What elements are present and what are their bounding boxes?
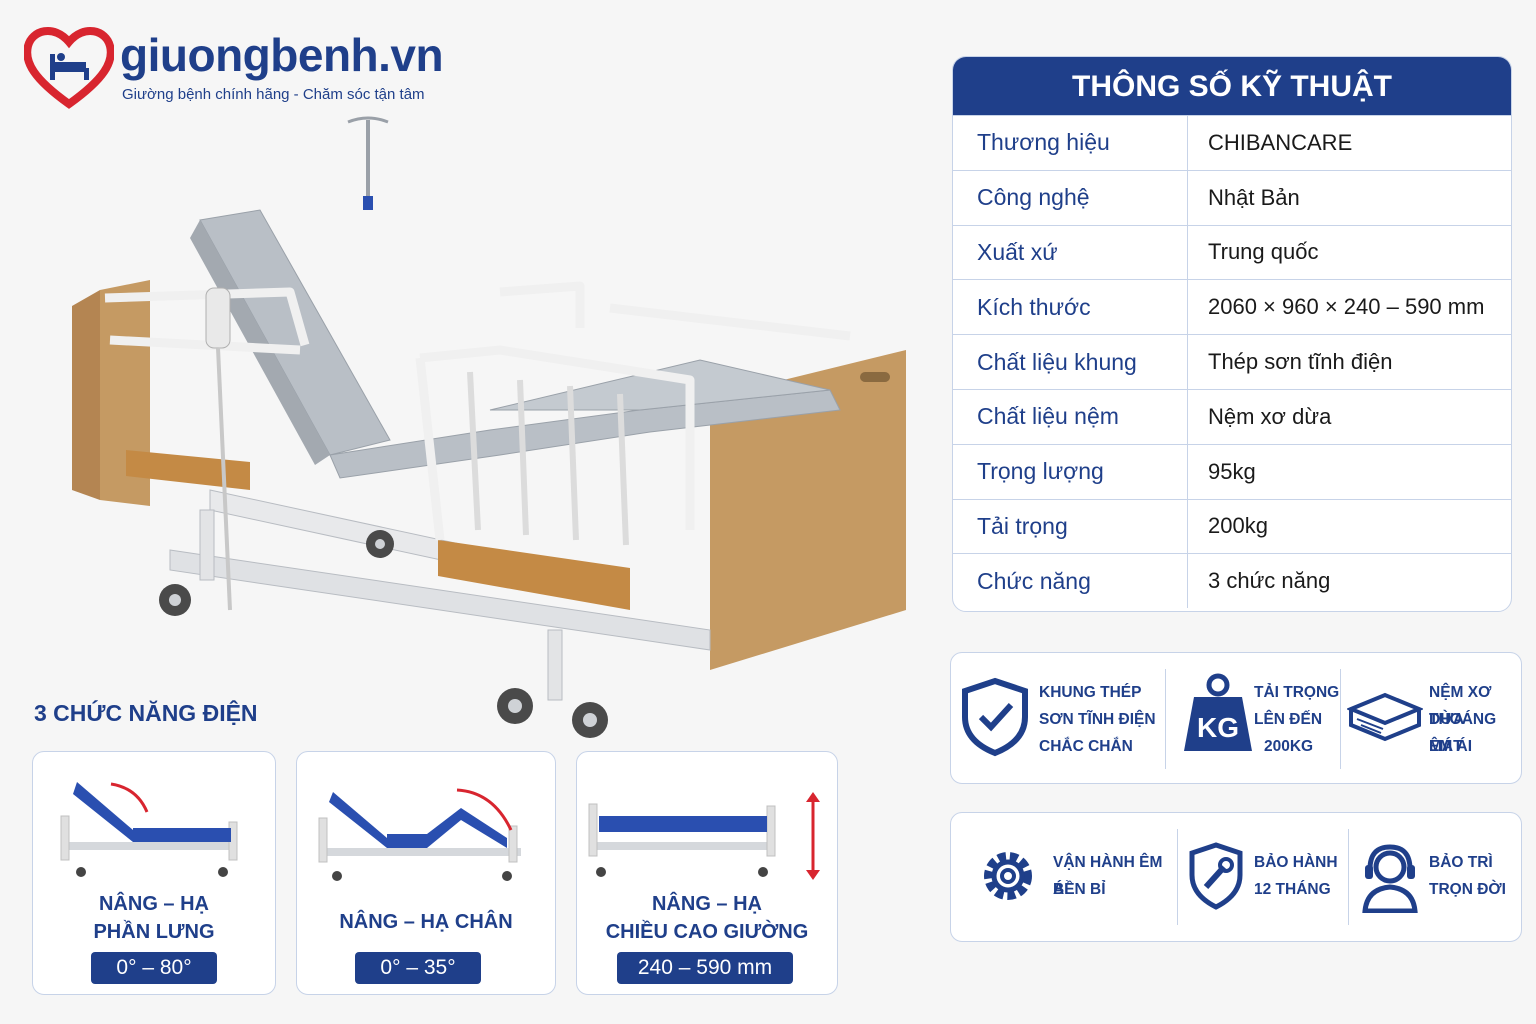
function-range: 0° – 35° (355, 952, 481, 984)
services-box: VẬN HÀNH ÊM ÁI BỀN BỈ BẢO HÀNH 12 THÁNG … (950, 812, 1522, 942)
spec-value: 3 chức năng (1208, 568, 1331, 594)
mattress-icon (1347, 692, 1423, 742)
service-operation: VẬN HÀNH ÊM ÁI BỀN BỈ (951, 813, 1177, 941)
feature-line: THOÁNG MÁT (1429, 711, 1497, 755)
features-box: KHUNG THÉP SƠN TĨNH ĐIỆN CHẮC CHẮN KG TẢ… (950, 652, 1522, 784)
function-range: 0° – 80° (91, 952, 217, 984)
feature-line: ÊM ÁI (1429, 738, 1473, 755)
feature-line: NỆM XƠ DỪA (1429, 684, 1492, 728)
function-range: 240 – 590 mm (617, 952, 793, 984)
spec-key: Trọng lượng (953, 444, 1188, 499)
function-card-height: NÂNG – HẠ CHIỀU CAO GIƯỜNG 240 – 590 mm (576, 751, 838, 995)
service-line: TRỌN ĐỜI (1429, 881, 1506, 898)
service-line: BẢO TRÌ (1429, 854, 1493, 871)
spec-row: Chất liệu khung Thép sơn tĩnh điện (953, 334, 1511, 389)
divider (1348, 829, 1349, 925)
divider (1177, 829, 1178, 925)
brand-name: giuongbenh.vn (120, 29, 444, 81)
spec-key: Chất liệu nệm (953, 389, 1188, 444)
spec-value: CHIBANCARE (1208, 129, 1353, 155)
spec-row: Công nghệ Nhật Bản (953, 169, 1511, 225)
function-label: NÂNG – HẠ CHÂN (339, 911, 513, 933)
function-label: NÂNG – HẠ (651, 893, 762, 915)
service-warranty: BẢO HÀNH 12 THÁNG (1178, 813, 1348, 941)
kg-weight-icon: KG (1184, 673, 1252, 751)
spec-row: Tải trọng 200kg (953, 498, 1511, 554)
feature-line: CHẮC CHẮN (1039, 738, 1133, 755)
spec-value: Trung quốc (1208, 239, 1319, 265)
spec-row: Xuất xứ Trung quốc (953, 224, 1511, 280)
spec-row: Thương hiệu CHIBANCARE (953, 115, 1511, 170)
feature-line: KHUNG THÉP (1039, 684, 1142, 701)
kg-badge: KG (1197, 712, 1239, 743)
leg-raise-icon (318, 788, 521, 881)
spec-title: THÔNG SỐ KỸ THUẬT (953, 57, 1511, 115)
service-line: VẬN HÀNH ÊM ÁI (1053, 854, 1163, 898)
feature-line: LÊN ĐẾN (1254, 711, 1323, 728)
spec-row: Trọng lượng 95kg (953, 443, 1511, 499)
brand-logo[interactable]: giuongbenh.vn Giường bệnh chính hãng - C… (24, 24, 464, 114)
feature-frame: KHUNG THÉP SƠN TĨNH ĐIỆN CHẮC CHẮN (951, 653, 1165, 783)
service-line: 12 THÁNG (1254, 881, 1331, 898)
back-raise-icon (60, 782, 238, 877)
spec-key: Thương hiệu (953, 116, 1188, 170)
spec-row: Chức năng 3 chức năng (953, 553, 1511, 609)
spec-key: Chất liệu khung (953, 335, 1188, 389)
heart-bed-icon (24, 27, 114, 109)
spec-key: Xuất xứ (953, 225, 1188, 280)
service-line: BẢO HÀNH (1254, 854, 1338, 871)
gear-icon (984, 852, 1032, 900)
function-label-2: CHIỀU CAO GIƯỜNG (605, 921, 809, 943)
spec-key: Chức năng (953, 554, 1188, 609)
function-label: NÂNG – HẠ (98, 893, 209, 915)
shield-check-icon (962, 677, 1028, 757)
spec-value: 200kg (1208, 513, 1268, 539)
spec-value: 2060 × 960 × 240 – 590 mm (1208, 294, 1485, 320)
spec-value: Nệm xơ dừa (1208, 403, 1332, 429)
spec-value: Nhật Bản (1208, 184, 1300, 210)
spec-value: 95kg (1208, 458, 1256, 484)
divider (1340, 669, 1341, 769)
spec-key: Tải trọng (953, 499, 1188, 554)
feature-line: TẢI TRỌNG (1254, 684, 1340, 701)
function-card-back: NÂNG – HẠ PHẦN LƯNG 0° – 80° (32, 751, 276, 995)
spec-key: Công nghệ (953, 170, 1188, 225)
feature-line: SƠN TĨNH ĐIỆN (1039, 711, 1156, 728)
service-maintenance: BẢO TRÌ TRỌN ĐỜI (1349, 813, 1523, 941)
spec-key: Kích thước (953, 280, 1188, 335)
spec-table: THÔNG SỐ KỸ THUẬT Thương hiệu CHIBANCARE… (952, 56, 1512, 612)
feature-load: KG TẢI TRỌNG LÊN ĐẾN 200KG (1166, 653, 1340, 783)
feature-line: 200KG (1264, 738, 1314, 755)
spec-row: Kích thước 2060 × 960 × 240 – 590 mm (953, 279, 1511, 335)
service-line: BỀN BỈ (1053, 881, 1106, 898)
headset-support-icon (1362, 844, 1418, 913)
feature-mattress: NỆM XƠ DỪA THOÁNG MÁT ÊM ÁI (1341, 653, 1523, 783)
spec-row: Chất liệu nệm Nệm xơ dừa (953, 388, 1511, 444)
spec-value: Thép sơn tĩnh điện (1208, 349, 1393, 375)
functions-title: 3 CHỨC NĂNG ĐIỆN (34, 700, 258, 726)
shield-wrench-icon (1189, 842, 1243, 910)
hospital-bed-image (72, 116, 906, 738)
function-card-leg: NÂNG – HẠ CHÂN 0° – 35° (296, 751, 556, 995)
height-adjust-icon (588, 792, 820, 880)
function-label-2: PHẦN LƯNG (93, 921, 215, 943)
brand-tagline: Giường bệnh chính hãng - Chăm sóc tận tâ… (122, 86, 425, 103)
divider (1165, 669, 1166, 769)
